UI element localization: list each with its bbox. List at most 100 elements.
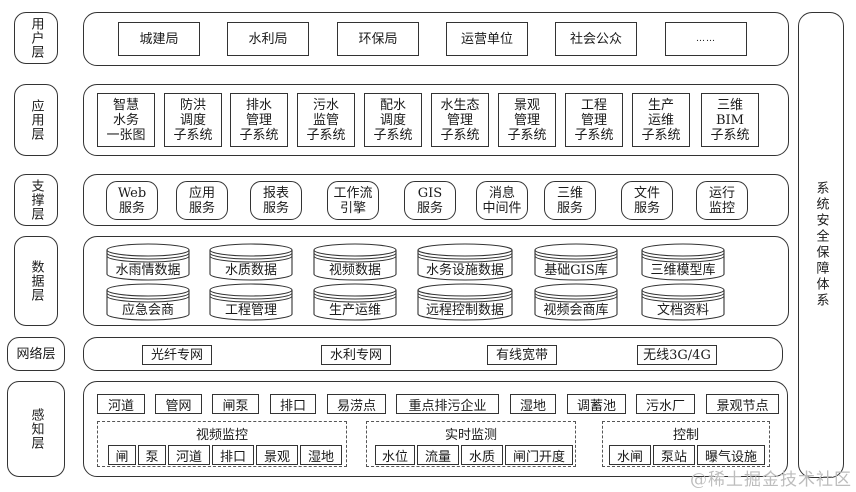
database-cylinder: 基础GIS库 <box>534 243 618 281</box>
layer-label-support: 支撑层 <box>14 174 58 226</box>
layer-label-network: 网络层 <box>7 337 65 371</box>
app-subsystem: 配水 调度 子系统 <box>364 93 422 147</box>
network-item: 光纤专网 <box>142 345 212 365</box>
database-icon <box>534 243 618 281</box>
app-subsystem: 工程 管理 子系统 <box>565 93 623 147</box>
perception-item: 易涝点 <box>327 394 386 414</box>
database-label: 工程管理 <box>224 303 277 318</box>
group-title: 控制 <box>672 428 699 443</box>
group-video-monitoring: 视频监控 闸 泵 河道 排口 景观 湿地 <box>97 421 347 467</box>
database-label: 视频会商库 <box>543 303 609 318</box>
perception-item: 污水厂 <box>636 394 695 414</box>
layer-label-text: 用户层 <box>28 17 44 59</box>
group-control: 控制 水闸 泵站 曝气设施 <box>602 421 770 467</box>
user-item: 运营单位 <box>446 22 528 56</box>
user-item: 环保局 <box>337 22 419 56</box>
user-item: 城建局 <box>118 22 200 56</box>
group-item: 泵站 <box>653 445 695 465</box>
support-service: 工作流 引擎 <box>327 181 379 220</box>
app-subsystem: 景观 管理 子系统 <box>498 93 556 147</box>
group-item: 泵 <box>138 445 166 465</box>
group-item: 闸 <box>108 445 136 465</box>
app-subsystem: 生产 运维 子系统 <box>632 93 690 147</box>
security-system-panel: 系统安全保障体系 <box>798 12 844 478</box>
group-realtime-monitoring: 实时监测 水位 流量 水质 闸门开度 <box>366 421 576 467</box>
network-layer-panel: 光纤专网 水利专网 有线宽带 无线3G/4G <box>83 337 783 371</box>
database-cylinder: 水雨情数据 <box>106 243 190 281</box>
database-icon <box>106 243 190 281</box>
perception-item: 排口 <box>270 394 316 414</box>
database-cylinder: 水务设施数据 <box>417 243 513 281</box>
database-label: 远程控制数据 <box>425 303 504 318</box>
perception-layer-panel: 河道 管网 闸泵 排口 易涝点 重点排污企业 湿地 调蓄池 污水厂 景观节点 视… <box>83 381 788 477</box>
group-items: 水闸 泵站 曝气设施 <box>609 445 765 465</box>
group-item: 景观 <box>256 445 298 465</box>
layer-label-text: 支撑层 <box>28 179 44 221</box>
database-label: 基础GIS库 <box>544 263 608 278</box>
watermark: @稀土掘金技术社区 <box>690 470 852 490</box>
database-label: 生产运维 <box>328 303 381 318</box>
database-icon <box>209 283 293 321</box>
database-cylinder: 水质数据 <box>209 243 293 281</box>
database-cylinder: 远程控制数据 <box>417 283 513 321</box>
layer-label-text: 感知层 <box>28 408 44 450</box>
database-icon <box>106 283 190 321</box>
database-icon <box>641 243 725 281</box>
data-layer-panel: 水雨情数据 水质数据 视频数据 水务设施数据基础GIS库 三维模型库应急会商 工程管理 生产… <box>83 236 789 326</box>
database-cylinder: 三维模型库 <box>641 243 725 281</box>
database-label: 应急会商 <box>121 303 174 318</box>
group-item: 水质 <box>461 445 503 465</box>
perception-item: 河道 <box>97 394 145 414</box>
group-item: 水位 <box>375 445 415 465</box>
database-icon <box>209 243 293 281</box>
network-item: 有线宽带 <box>487 345 557 365</box>
layer-label-data: 数据层 <box>14 236 58 326</box>
group-item: 曝气设施 <box>697 445 765 465</box>
perception-item: 调蓄池 <box>567 394 626 414</box>
user-item: 水利局 <box>227 22 309 56</box>
app-subsystem: 防洪 调度 子系统 <box>164 93 222 147</box>
database-icon <box>417 243 513 281</box>
user-item-ellipsis: …… <box>665 22 747 56</box>
group-item: 水闸 <box>609 445 651 465</box>
database-icon <box>313 283 397 321</box>
perception-items-row: 河道 管网 闸泵 排口 易涝点 重点排污企业 湿地 调蓄池 污水厂 景观节点 <box>97 394 779 414</box>
support-service: GIS 服务 <box>404 181 456 220</box>
database-label: 水雨情数据 <box>115 263 181 278</box>
support-service: Web 服务 <box>106 181 158 220</box>
database-icon <box>534 283 618 321</box>
group-item: 排口 <box>212 445 254 465</box>
support-layer-panel: Web 服务 应用 服务 报表 服务 工作流 引擎 GIS 服务 消息 中间件 … <box>83 174 789 226</box>
database-cylinder: 生产运维 <box>313 283 397 321</box>
application-layer-panel: 智慧 水务 一张图 防洪 调度 子系统 排水 管理 子系统 污水 监管 子系统 … <box>83 84 789 156</box>
support-service: 消息 中间件 <box>476 181 528 220</box>
database-label: 三维模型库 <box>650 263 716 278</box>
database-icon <box>313 243 397 281</box>
support-service: 报表 服务 <box>250 181 302 220</box>
database-label: 文档资料 <box>656 303 709 318</box>
database-cylinder: 工程管理 <box>209 283 293 321</box>
group-title: 实时监测 <box>444 428 497 443</box>
group-items: 闸 泵 河道 排口 景观 湿地 <box>108 445 342 465</box>
group-items: 水位 流量 水质 闸门开度 <box>375 445 573 465</box>
layer-label-text: 应用层 <box>28 99 44 141</box>
app-subsystem: 排水 管理 子系统 <box>230 93 288 147</box>
layer-label-application: 应用层 <box>14 84 58 156</box>
support-service: 三维 服务 <box>544 181 596 220</box>
database-cylinder: 文档资料 <box>641 283 725 321</box>
network-item: 水利专网 <box>321 345 391 365</box>
group-item: 流量 <box>417 445 459 465</box>
layer-label-text: 网络层 <box>16 346 56 362</box>
group-item: 湿地 <box>300 445 342 465</box>
support-service: 应用 服务 <box>176 181 228 220</box>
perception-item: 重点排污企业 <box>396 394 499 414</box>
database-label: 视频数据 <box>328 263 381 278</box>
security-system-label: 系统安全保障体系 <box>813 181 829 309</box>
group-item: 闸门开度 <box>505 445 573 465</box>
database-cylinder: 视频会商库 <box>534 283 618 321</box>
support-service: 运行 监控 <box>696 181 748 220</box>
database-cylinder: 视频数据 <box>313 243 397 281</box>
support-service: 文件 服务 <box>621 181 673 220</box>
database-label: 水质数据 <box>224 263 277 278</box>
perception-item: 管网 <box>155 394 202 414</box>
